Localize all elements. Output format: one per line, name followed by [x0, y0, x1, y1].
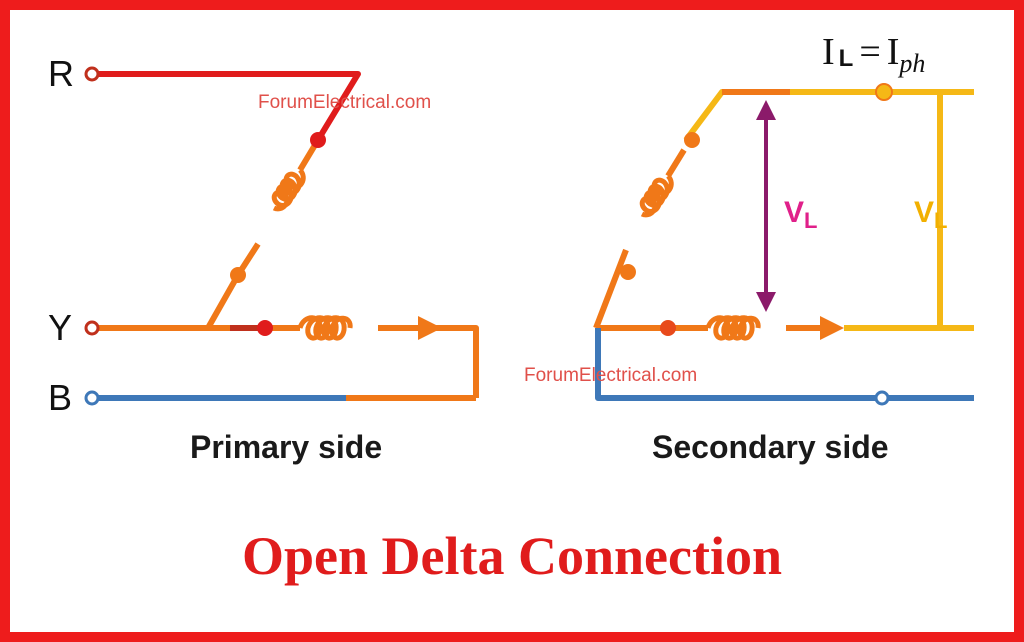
secondary-node-top-left — [684, 132, 700, 148]
terminal-r — [84, 66, 100, 82]
secondary-node-y — [660, 320, 676, 336]
primary-side-label: Primary side — [190, 429, 382, 465]
watermark-middle: ForumElectrical.com — [524, 365, 697, 386]
vl-label-yellow: VL — [914, 196, 947, 233]
primary-r-line — [96, 71, 361, 142]
primary-node-top — [310, 132, 326, 148]
primary-node-y — [257, 320, 273, 336]
secondary-side-label: Secondary side — [652, 429, 889, 465]
vl-label-magenta: VL — [784, 196, 817, 233]
watermark-top: ForumElectrical.com — [258, 92, 431, 113]
terminal-label-b: B — [48, 377, 72, 418]
secondary-terminal-b — [874, 390, 890, 406]
secondary-b-line — [595, 328, 974, 406]
terminal-y — [84, 320, 100, 336]
terminal-label-r: R — [48, 53, 74, 94]
primary-diagonal-winding — [205, 132, 326, 330]
secondary-middle-line — [596, 315, 974, 341]
secondary-top-line — [683, 83, 974, 148]
primary-direction-arrow — [418, 316, 442, 340]
terminal-b — [84, 390, 100, 406]
secondary-node-middle — [620, 264, 636, 280]
terminal-label-y: Y — [48, 307, 72, 348]
secondary-direction-arrow — [820, 316, 844, 340]
primary-y-line — [96, 315, 479, 398]
diagram-title: Open Delta Connection — [242, 526, 782, 586]
secondary-node-top-right — [875, 83, 893, 101]
primary-node-middle — [230, 267, 246, 283]
secondary-diagonal-winding — [593, 148, 687, 330]
